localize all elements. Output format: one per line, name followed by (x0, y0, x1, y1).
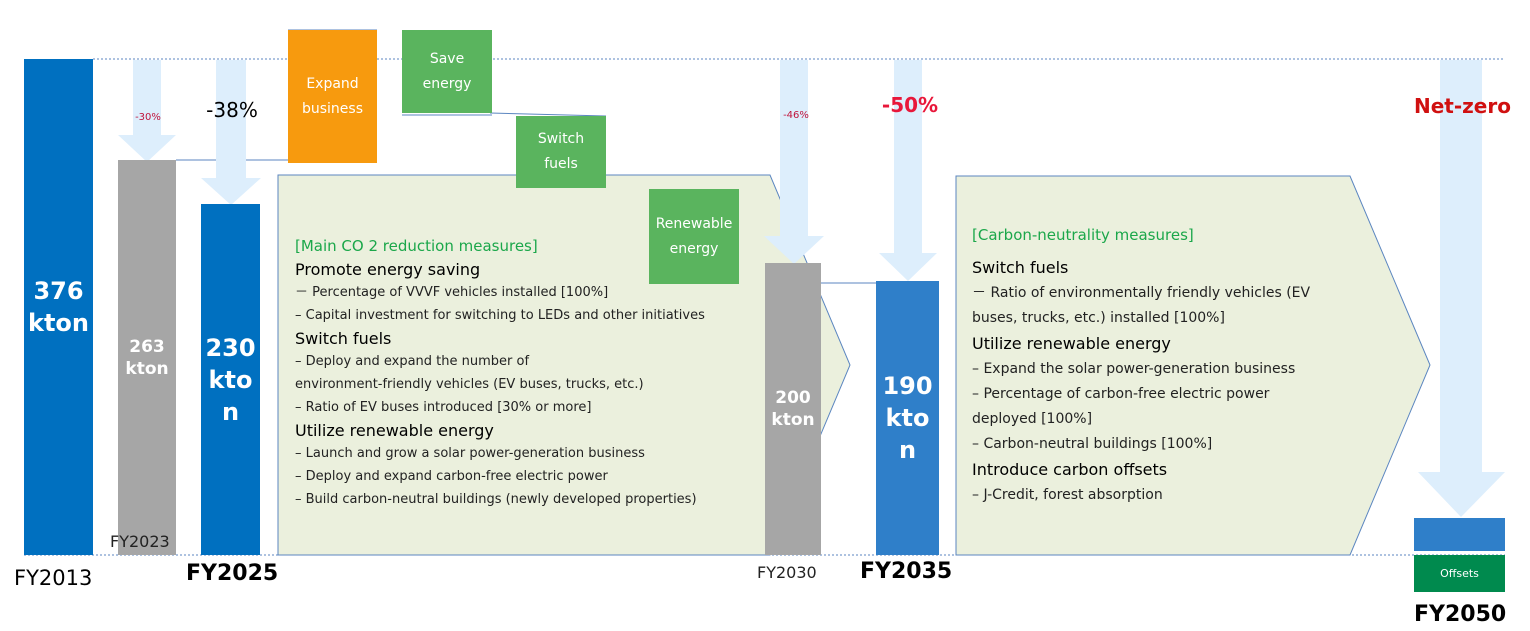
change-fy2025: -38% (206, 98, 258, 122)
bar-fy2030: 200 kton (765, 263, 821, 555)
year-fy2025: FY2025 (186, 561, 279, 586)
step-connector-line-3 (489, 112, 607, 117)
step-expand-business: Expand business (288, 30, 377, 163)
arrow-fy2023 (118, 60, 176, 162)
change-fy2030: -46% (783, 110, 809, 121)
panel-main-item: – Ratio of EV buses introduced [30% or m… (295, 400, 592, 415)
bar-fy2013: 376 kton (24, 59, 93, 555)
bar-fy2025: 230 kto n (201, 204, 260, 555)
panel-cn-section-title: Utilize renewable energy (972, 334, 1171, 353)
year-fy2030: FY2030 (757, 563, 817, 582)
panel-carbon-neutral: [Carbon-neutrality measures] Switch fuel… (972, 223, 1310, 508)
panel-carbon-neutral-shape (955, 175, 1431, 556)
panel-cn-section-title: Switch fuels (972, 258, 1069, 277)
panel-main-section-title: Switch fuels (295, 329, 392, 348)
arrow-fy2035 (879, 60, 937, 281)
year-fy2023: FY2023 (110, 532, 170, 551)
panel-main-section-title: Promote energy saving (295, 260, 481, 279)
panel-cn-item: – J-Credit, forest absorption (972, 487, 1163, 503)
change-fy2050: Net-zero (1414, 94, 1511, 118)
bar-fy2035: 190 kto n (876, 281, 939, 555)
panel-cn-section-title: Introduce carbon offsets (972, 460, 1168, 479)
step-switch-fuels: Switch fuels (516, 116, 606, 188)
panel-main-item: – Build carbon-neutral buildings (newly … (295, 492, 697, 507)
panel-main-heading: [Main CO 2 reduction measures] (295, 237, 538, 255)
panel-cn-item: – Carbon-neutral buildings [100%] (972, 436, 1213, 452)
panel-main-item: environment-friendly vehicles (EV buses,… (295, 377, 644, 392)
panel-main-item: – Launch and grow a solar power-generati… (295, 446, 645, 461)
panel-main-item: – Deploy and expand carbon-free electric… (295, 469, 608, 484)
bar-fy2050-emissions (1414, 518, 1505, 551)
year-fy2050: FY2050 (1414, 602, 1507, 627)
bar-fy2050-offsets: Offsets (1414, 555, 1505, 592)
arrow-fy2050 (1418, 60, 1505, 517)
panel-main-reduction: [Main CO 2 reduction measures] Promote e… (295, 234, 705, 511)
panel-cn-heading: [Carbon-neutrality measures] (972, 226, 1194, 244)
year-fy2035: FY2035 (860, 559, 953, 584)
panel-cn-item: buses, trucks, etc.) installed [100%] (972, 310, 1225, 326)
step-renewable-energy: Renewable energy (649, 189, 739, 284)
year-fy2013: FY2013 (14, 566, 93, 590)
panel-main-item: – Capital investment for switching to LE… (295, 308, 705, 323)
panel-main-item: － Percentage of VVVF vehicles installed … (295, 285, 609, 300)
panel-cn-item: – Percentage of carbon-free electric pow… (972, 386, 1270, 402)
panel-cn-item: － Ratio of environmentally friendly vehi… (972, 285, 1311, 301)
panel-cn-item: – Expand the solar power-generation busi… (972, 361, 1296, 377)
step-save-energy: Save energy (402, 30, 492, 113)
panel-main-section-title: Utilize renewable energy (295, 421, 494, 440)
change-fy2023: -30% (135, 112, 161, 123)
panel-cn-item: deployed [100%] (972, 411, 1093, 427)
arrow-fy2030 (764, 60, 824, 264)
change-fy2035: -50% (881, 93, 939, 117)
arrow-fy2025 (201, 60, 261, 205)
bar-fy2023: 263 kton (118, 160, 176, 555)
panel-main-item: – Deploy and expand the number of (295, 354, 530, 369)
